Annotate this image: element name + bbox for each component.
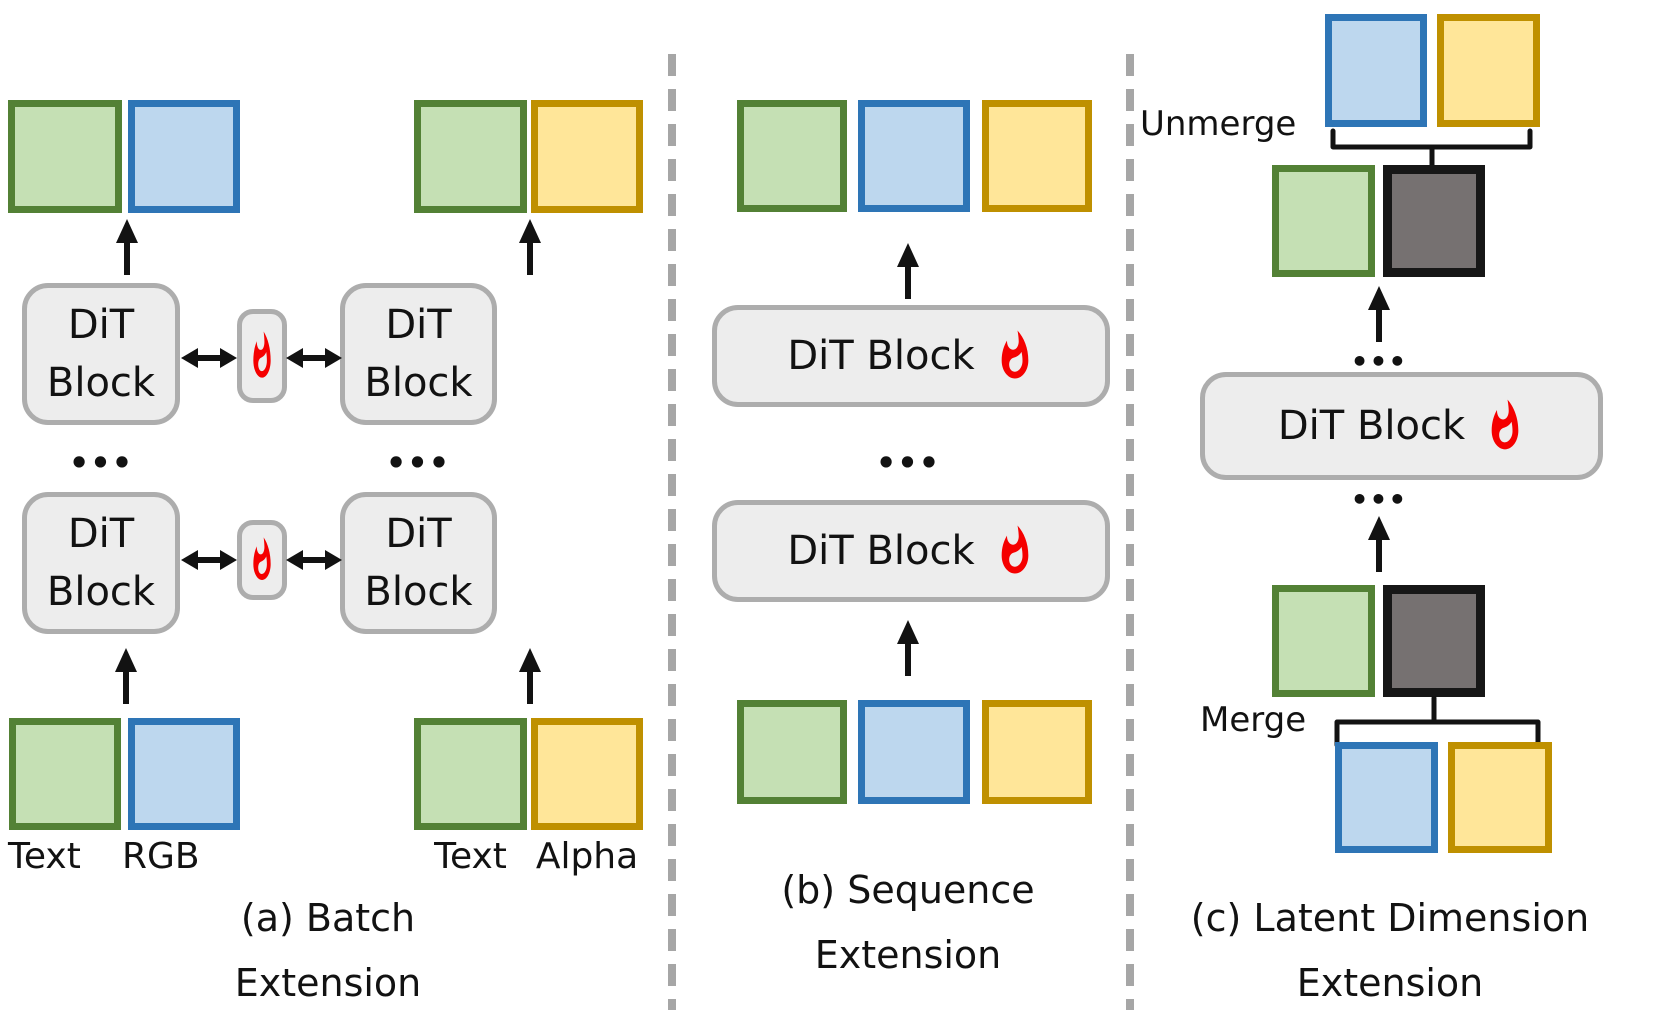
merge-label: Merge xyxy=(1200,700,1307,740)
bidirectional-arrow-icon xyxy=(286,550,342,570)
token-text-square xyxy=(9,718,121,830)
panel-a-caption: (a) Batch Extension xyxy=(234,896,422,1005)
token-text-square xyxy=(414,718,527,830)
dit-block-label: DiT Block xyxy=(46,302,156,406)
dit-block-label: DiT Block xyxy=(364,302,473,406)
up-arrow-icon xyxy=(116,219,138,275)
token-text-square xyxy=(8,100,122,213)
panel-c-caption: (c) Latent Dimension Extension xyxy=(1190,896,1590,1005)
flame-icon xyxy=(253,331,271,378)
token-rgb-square xyxy=(128,100,240,213)
token-text-square xyxy=(1272,585,1375,697)
dit-block: DiT Block xyxy=(340,283,497,425)
unmerge-label: Unmerge xyxy=(1140,104,1297,144)
token-alpha-square xyxy=(982,700,1092,804)
token-rgb-square xyxy=(858,100,970,212)
token-rgb-square xyxy=(1325,14,1427,127)
flame-icon xyxy=(1001,330,1028,379)
dit-block: DiT Block xyxy=(712,305,1110,407)
ellipsis-more-blocks: ••• xyxy=(1350,345,1408,378)
shared-trainable-connector xyxy=(237,309,287,403)
ellipsis-more-blocks: ••• xyxy=(385,444,451,482)
text-token-label: Text xyxy=(434,836,507,877)
flame-icon xyxy=(253,537,271,580)
token-merged-latent-square xyxy=(1383,165,1485,277)
token-alpha-square xyxy=(1448,742,1552,853)
dit-block-label: DiT Block xyxy=(787,333,975,379)
token-rgb-square xyxy=(1335,742,1438,853)
up-arrow-icon xyxy=(519,648,541,704)
bidirectional-arrow-icon xyxy=(286,348,342,368)
flame-icon xyxy=(1001,525,1028,574)
text-token-label: Text xyxy=(8,836,81,877)
bidirectional-arrow-icon xyxy=(181,348,237,368)
merge-bracket xyxy=(1334,696,1541,748)
panel-divider xyxy=(1126,54,1134,1010)
rgb-token-label: RGB xyxy=(122,836,200,877)
token-alpha-square xyxy=(531,100,643,213)
token-merged-latent-square xyxy=(1383,585,1485,697)
ellipsis-more-blocks: ••• xyxy=(68,444,134,482)
up-arrow-icon xyxy=(1368,516,1390,572)
alpha-token-label: Alpha xyxy=(535,836,639,877)
ellipsis-more-blocks: ••• xyxy=(875,444,941,482)
token-text-square xyxy=(414,100,527,213)
dit-block-label: DiT Block xyxy=(787,528,975,574)
dit-block: DiT Block xyxy=(712,500,1110,602)
token-rgb-square xyxy=(858,700,970,804)
dit-block-label: DiT Block xyxy=(1277,403,1466,449)
flame-icon xyxy=(1491,399,1519,450)
up-arrow-icon xyxy=(519,219,541,275)
ellipsis-more-blocks: ••• xyxy=(1350,483,1408,516)
panel-divider xyxy=(668,54,676,1010)
token-alpha-square xyxy=(1437,14,1540,127)
shared-trainable-connector xyxy=(237,520,287,600)
token-alpha-square xyxy=(531,718,643,830)
token-text-square xyxy=(737,100,847,212)
dit-block: DiT Block xyxy=(22,492,180,634)
token-text-square xyxy=(737,700,847,804)
up-arrow-icon xyxy=(1368,286,1390,342)
dit-block: DiT Block xyxy=(340,492,497,634)
token-rgb-square xyxy=(128,718,240,830)
up-arrow-icon xyxy=(115,648,137,704)
bidirectional-arrow-icon xyxy=(181,550,237,570)
up-arrow-icon xyxy=(897,620,919,676)
panel-b-caption: (b) Sequence Extension xyxy=(781,868,1035,977)
dit-block: DiT Block xyxy=(22,283,180,425)
token-alpha-square xyxy=(982,100,1092,212)
token-text-square xyxy=(1272,165,1375,277)
dit-block-label: DiT Block xyxy=(46,511,156,615)
dit-block-label: DiT Block xyxy=(364,511,473,615)
up-arrow-icon xyxy=(897,243,919,299)
dit-block: DiT Block xyxy=(1200,372,1603,480)
